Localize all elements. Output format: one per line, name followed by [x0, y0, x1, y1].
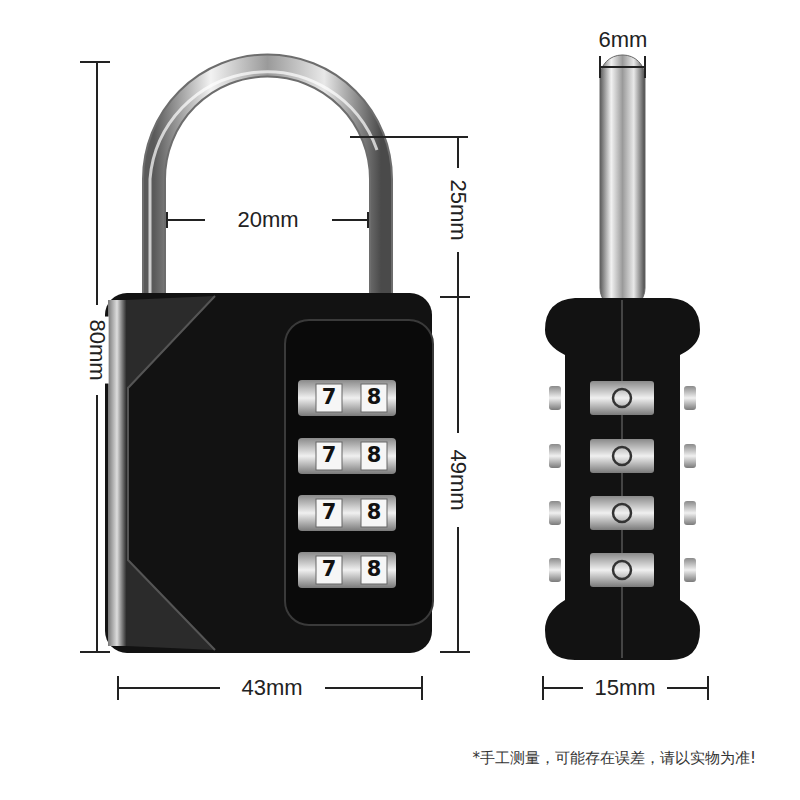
body-bevel	[126, 296, 215, 650]
dimension-label: 6mm	[596, 28, 651, 52]
wheel-hub	[613, 504, 631, 522]
dimension-tick	[440, 296, 470, 298]
dimension-label: 15mm	[591, 676, 658, 700]
body-edge	[108, 300, 126, 646]
dial-digit: 7	[322, 444, 337, 467]
side-wheel	[590, 553, 654, 587]
dimension-line	[600, 66, 645, 68]
side-wheels	[549, 381, 696, 587]
front-body	[105, 293, 433, 653]
dial-digit: 7	[322, 501, 337, 524]
lock-body	[105, 293, 432, 653]
dimension-line	[457, 137, 459, 168]
wheel-nub	[684, 386, 696, 410]
dimension-label: 20mm	[234, 208, 301, 232]
dimension-label: 25mm	[446, 176, 470, 243]
dimension-line	[457, 527, 459, 652]
side-body	[545, 298, 700, 660]
digit-window	[361, 556, 387, 584]
wheel	[298, 438, 396, 474]
dimension-line	[325, 687, 422, 689]
dimension-lines	[80, 56, 708, 700]
dimension-line	[457, 252, 459, 297]
side-wheel	[590, 439, 654, 473]
dial-digit: 8	[367, 386, 382, 409]
dial-digit: 8	[367, 444, 382, 467]
footnote: *手工测量，可能存在误差，请以实物为准!	[472, 750, 756, 767]
side-shackle	[600, 55, 645, 310]
dimension-label: 80mm	[85, 316, 109, 383]
dial-panel	[285, 320, 433, 625]
digit-window	[361, 442, 387, 470]
digit-window	[361, 384, 387, 412]
wheel-nub	[684, 558, 696, 582]
dimension-line	[543, 687, 583, 689]
dimension-label: 43mm	[238, 676, 305, 700]
side-wheel	[590, 381, 654, 415]
dimension-line	[96, 395, 98, 652]
wheel-nub	[549, 386, 561, 410]
seam-line	[621, 300, 623, 658]
side-wheel	[590, 496, 654, 530]
dial-wheels	[298, 380, 396, 588]
dimension-tick	[80, 651, 110, 653]
front-shackle	[150, 66, 381, 305]
digit-window	[316, 499, 342, 527]
dial-digit: 7	[322, 386, 337, 409]
dimension-line	[96, 62, 98, 305]
wheel-hub	[613, 447, 631, 465]
dimension-tick	[367, 212, 369, 228]
digit-window	[316, 442, 342, 470]
digit-window	[316, 384, 342, 412]
dimension-line	[118, 687, 220, 689]
side-view	[545, 55, 700, 660]
dial-digit: 8	[367, 558, 382, 581]
wheel-nub	[549, 444, 561, 468]
dimension-tick	[166, 212, 168, 228]
dimension-line	[332, 219, 368, 221]
wheel-nub	[549, 501, 561, 525]
wheel-nub	[684, 501, 696, 525]
dimension-line	[457, 297, 459, 433]
dial-digit: 7	[322, 558, 337, 581]
wheel-nub	[549, 558, 561, 582]
dimension-line	[667, 687, 708, 689]
wheel	[298, 552, 396, 588]
dimension-tick	[350, 136, 468, 138]
bevel-edge	[128, 296, 215, 650]
digit-window	[316, 556, 342, 584]
dimension-line	[167, 219, 205, 221]
wheel	[298, 495, 396, 531]
shackle-highlight	[150, 72, 377, 300]
wheel-hub	[613, 389, 631, 407]
wheel-nub	[684, 444, 696, 468]
dial-digit: 8	[367, 501, 382, 524]
dimension-tick	[440, 651, 470, 653]
dimension-tick	[80, 61, 110, 63]
wheel-hub	[613, 561, 631, 579]
digit-window	[361, 499, 387, 527]
wheel	[298, 380, 396, 416]
dimension-label: 49mm	[446, 446, 470, 513]
